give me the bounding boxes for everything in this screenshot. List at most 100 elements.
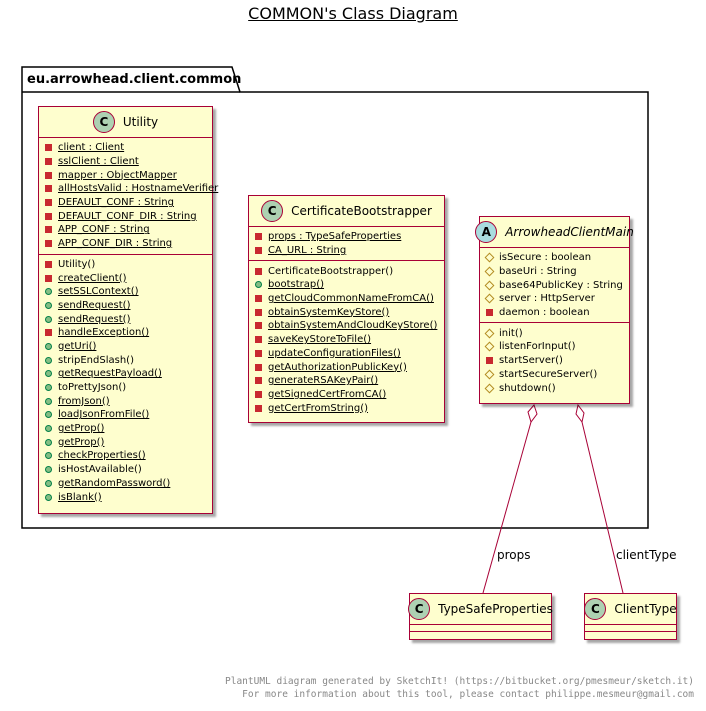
method-row: sendRequest() bbox=[39, 312, 212, 326]
private-visibility-icon bbox=[45, 226, 52, 234]
field-row: client : Client bbox=[39, 141, 212, 155]
private-visibility-icon bbox=[255, 336, 262, 344]
method-row: listenForInput() bbox=[480, 340, 629, 354]
class-client-type[interactable]: C ClientType bbox=[584, 593, 677, 640]
field-row: daemon : boolean bbox=[480, 306, 629, 320]
method-row: startServer() bbox=[480, 354, 629, 368]
class-arrowhead-client-main[interactable]: A ArrowheadClientMain isSecure : boolean… bbox=[475, 216, 634, 404]
method-row: saveKeyStoreToFile() bbox=[249, 333, 444, 347]
protected-visibility-icon bbox=[484, 293, 495, 304]
field-row: props : TypeSafeProperties bbox=[249, 230, 444, 244]
class-stereotype-icon: C bbox=[261, 200, 284, 222]
public-visibility-icon bbox=[45, 411, 52, 419]
private-visibility-icon bbox=[45, 158, 52, 166]
method-row: getCloudCommonNameFromCA() bbox=[249, 292, 444, 306]
method-signature: loadJsonFromFile() bbox=[58, 409, 150, 421]
package-name: eu.arrowhead.client.common bbox=[27, 72, 242, 87]
class-header: C Utility bbox=[39, 107, 212, 138]
method-row: isHostAvailable() bbox=[39, 463, 212, 477]
methods-section bbox=[410, 632, 551, 638]
class-type-safe-properties[interactable]: C TypeSafeProperties bbox=[408, 593, 553, 640]
protected-visibility-icon bbox=[484, 280, 495, 291]
private-visibility-icon bbox=[45, 329, 52, 337]
method-signature: isHostAvailable() bbox=[58, 464, 142, 476]
method-row: getRequestPayload() bbox=[39, 367, 212, 381]
method-signature: isBlank() bbox=[58, 491, 102, 503]
method-row: generateRSAKeyPair() bbox=[249, 374, 444, 388]
class-header: A ArrowheadClientMain bbox=[475, 217, 634, 248]
protected-visibility-icon bbox=[484, 342, 495, 352]
public-visibility-icon bbox=[45, 438, 52, 446]
protected-visibility-icon bbox=[484, 252, 495, 263]
relation-line-props bbox=[482, 421, 532, 594]
field-row: allHostsValid : HostnameVerifier bbox=[39, 182, 218, 196]
method-signature: obtainSystemKeyStore() bbox=[268, 306, 390, 318]
method-row: stripEndSlash() bbox=[39, 353, 212, 367]
public-visibility-icon bbox=[45, 342, 52, 350]
method-signature: updateConfigurationFiles() bbox=[268, 347, 401, 359]
field-row: DEFAULT_CONF : String bbox=[39, 196, 212, 210]
private-visibility-icon bbox=[255, 233, 262, 241]
method-signature: obtainSystemAndCloudKeyStore() bbox=[268, 320, 438, 332]
public-visibility-icon bbox=[45, 479, 52, 487]
method-row: getRandomPassword() bbox=[39, 477, 212, 491]
private-visibility-icon bbox=[45, 185, 52, 193]
aggregation-diamond-clientType bbox=[575, 403, 585, 424]
method-row: CertificateBootstrapper() bbox=[249, 264, 444, 278]
method-signature: getProp() bbox=[58, 423, 105, 435]
class-certificate-bootstrapper[interactable]: C CertificateBootstrapper props : TypeSa… bbox=[248, 195, 445, 423]
method-row: setSSLContext() bbox=[39, 285, 212, 299]
class-stereotype-icon: C bbox=[92, 111, 115, 133]
field-signature: allHostsValid : HostnameVerifier bbox=[58, 183, 219, 195]
method-signature: fromJson() bbox=[58, 395, 110, 407]
private-visibility-icon bbox=[255, 349, 262, 357]
method-signature: toPrettyJson() bbox=[58, 382, 127, 394]
public-visibility-icon bbox=[45, 493, 52, 501]
footer-line-2: For more information about this tool, pl… bbox=[242, 689, 694, 700]
method-signature: handleException() bbox=[58, 327, 150, 339]
method-row: fromJson() bbox=[39, 394, 212, 408]
method-signature: startSecureServer() bbox=[499, 368, 598, 380]
abstract-stereotype-icon: A bbox=[475, 221, 498, 243]
private-visibility-icon bbox=[255, 363, 262, 371]
method-signature: getProp() bbox=[58, 436, 105, 448]
private-visibility-icon bbox=[255, 247, 262, 255]
private-visibility-icon bbox=[255, 390, 262, 398]
method-signature: getCloudCommonNameFromCA() bbox=[268, 293, 434, 305]
field-signature: DEFAULT_CONF : String bbox=[58, 197, 174, 209]
private-visibility-icon bbox=[255, 267, 262, 275]
method-row: shutdown() bbox=[480, 381, 629, 395]
method-signature: setSSLContext() bbox=[58, 286, 139, 298]
method-row: getProp() bbox=[39, 435, 212, 449]
method-row: sendRequest() bbox=[39, 299, 212, 313]
method-signature: getUri() bbox=[58, 340, 97, 352]
public-visibility-icon bbox=[45, 452, 52, 460]
field-row: APP_CONF : String bbox=[39, 223, 212, 237]
field-signature: mapper : ObjectMapper bbox=[58, 169, 177, 181]
method-signature: CertificateBootstrapper() bbox=[268, 265, 394, 277]
method-row: init() bbox=[480, 326, 629, 340]
method-row: getAuthorizationPublicKey() bbox=[249, 360, 444, 374]
relation-label-client-type: clientType bbox=[616, 548, 677, 562]
private-visibility-icon bbox=[255, 308, 262, 316]
method-signature: getSignedCertFromCA() bbox=[268, 388, 387, 400]
public-visibility-icon bbox=[255, 281, 262, 289]
public-visibility-icon bbox=[45, 425, 52, 433]
method-signature: init() bbox=[499, 327, 523, 339]
method-signature: listenForInput() bbox=[499, 341, 576, 353]
method-row: getCertFromString() bbox=[249, 401, 444, 415]
private-visibility-icon bbox=[45, 212, 52, 220]
field-signature: isSecure : boolean bbox=[499, 252, 592, 264]
methods-section bbox=[585, 632, 676, 638]
public-visibility-icon bbox=[45, 288, 52, 296]
field-signature: base64PublicKey : String bbox=[499, 279, 623, 291]
class-stereotype-icon: C bbox=[584, 598, 607, 620]
method-row: isBlank() bbox=[39, 490, 212, 504]
method-signature: checkProperties() bbox=[58, 450, 146, 462]
public-visibility-icon bbox=[45, 301, 52, 309]
private-visibility-icon bbox=[486, 357, 493, 365]
method-signature: createClient() bbox=[58, 272, 127, 284]
